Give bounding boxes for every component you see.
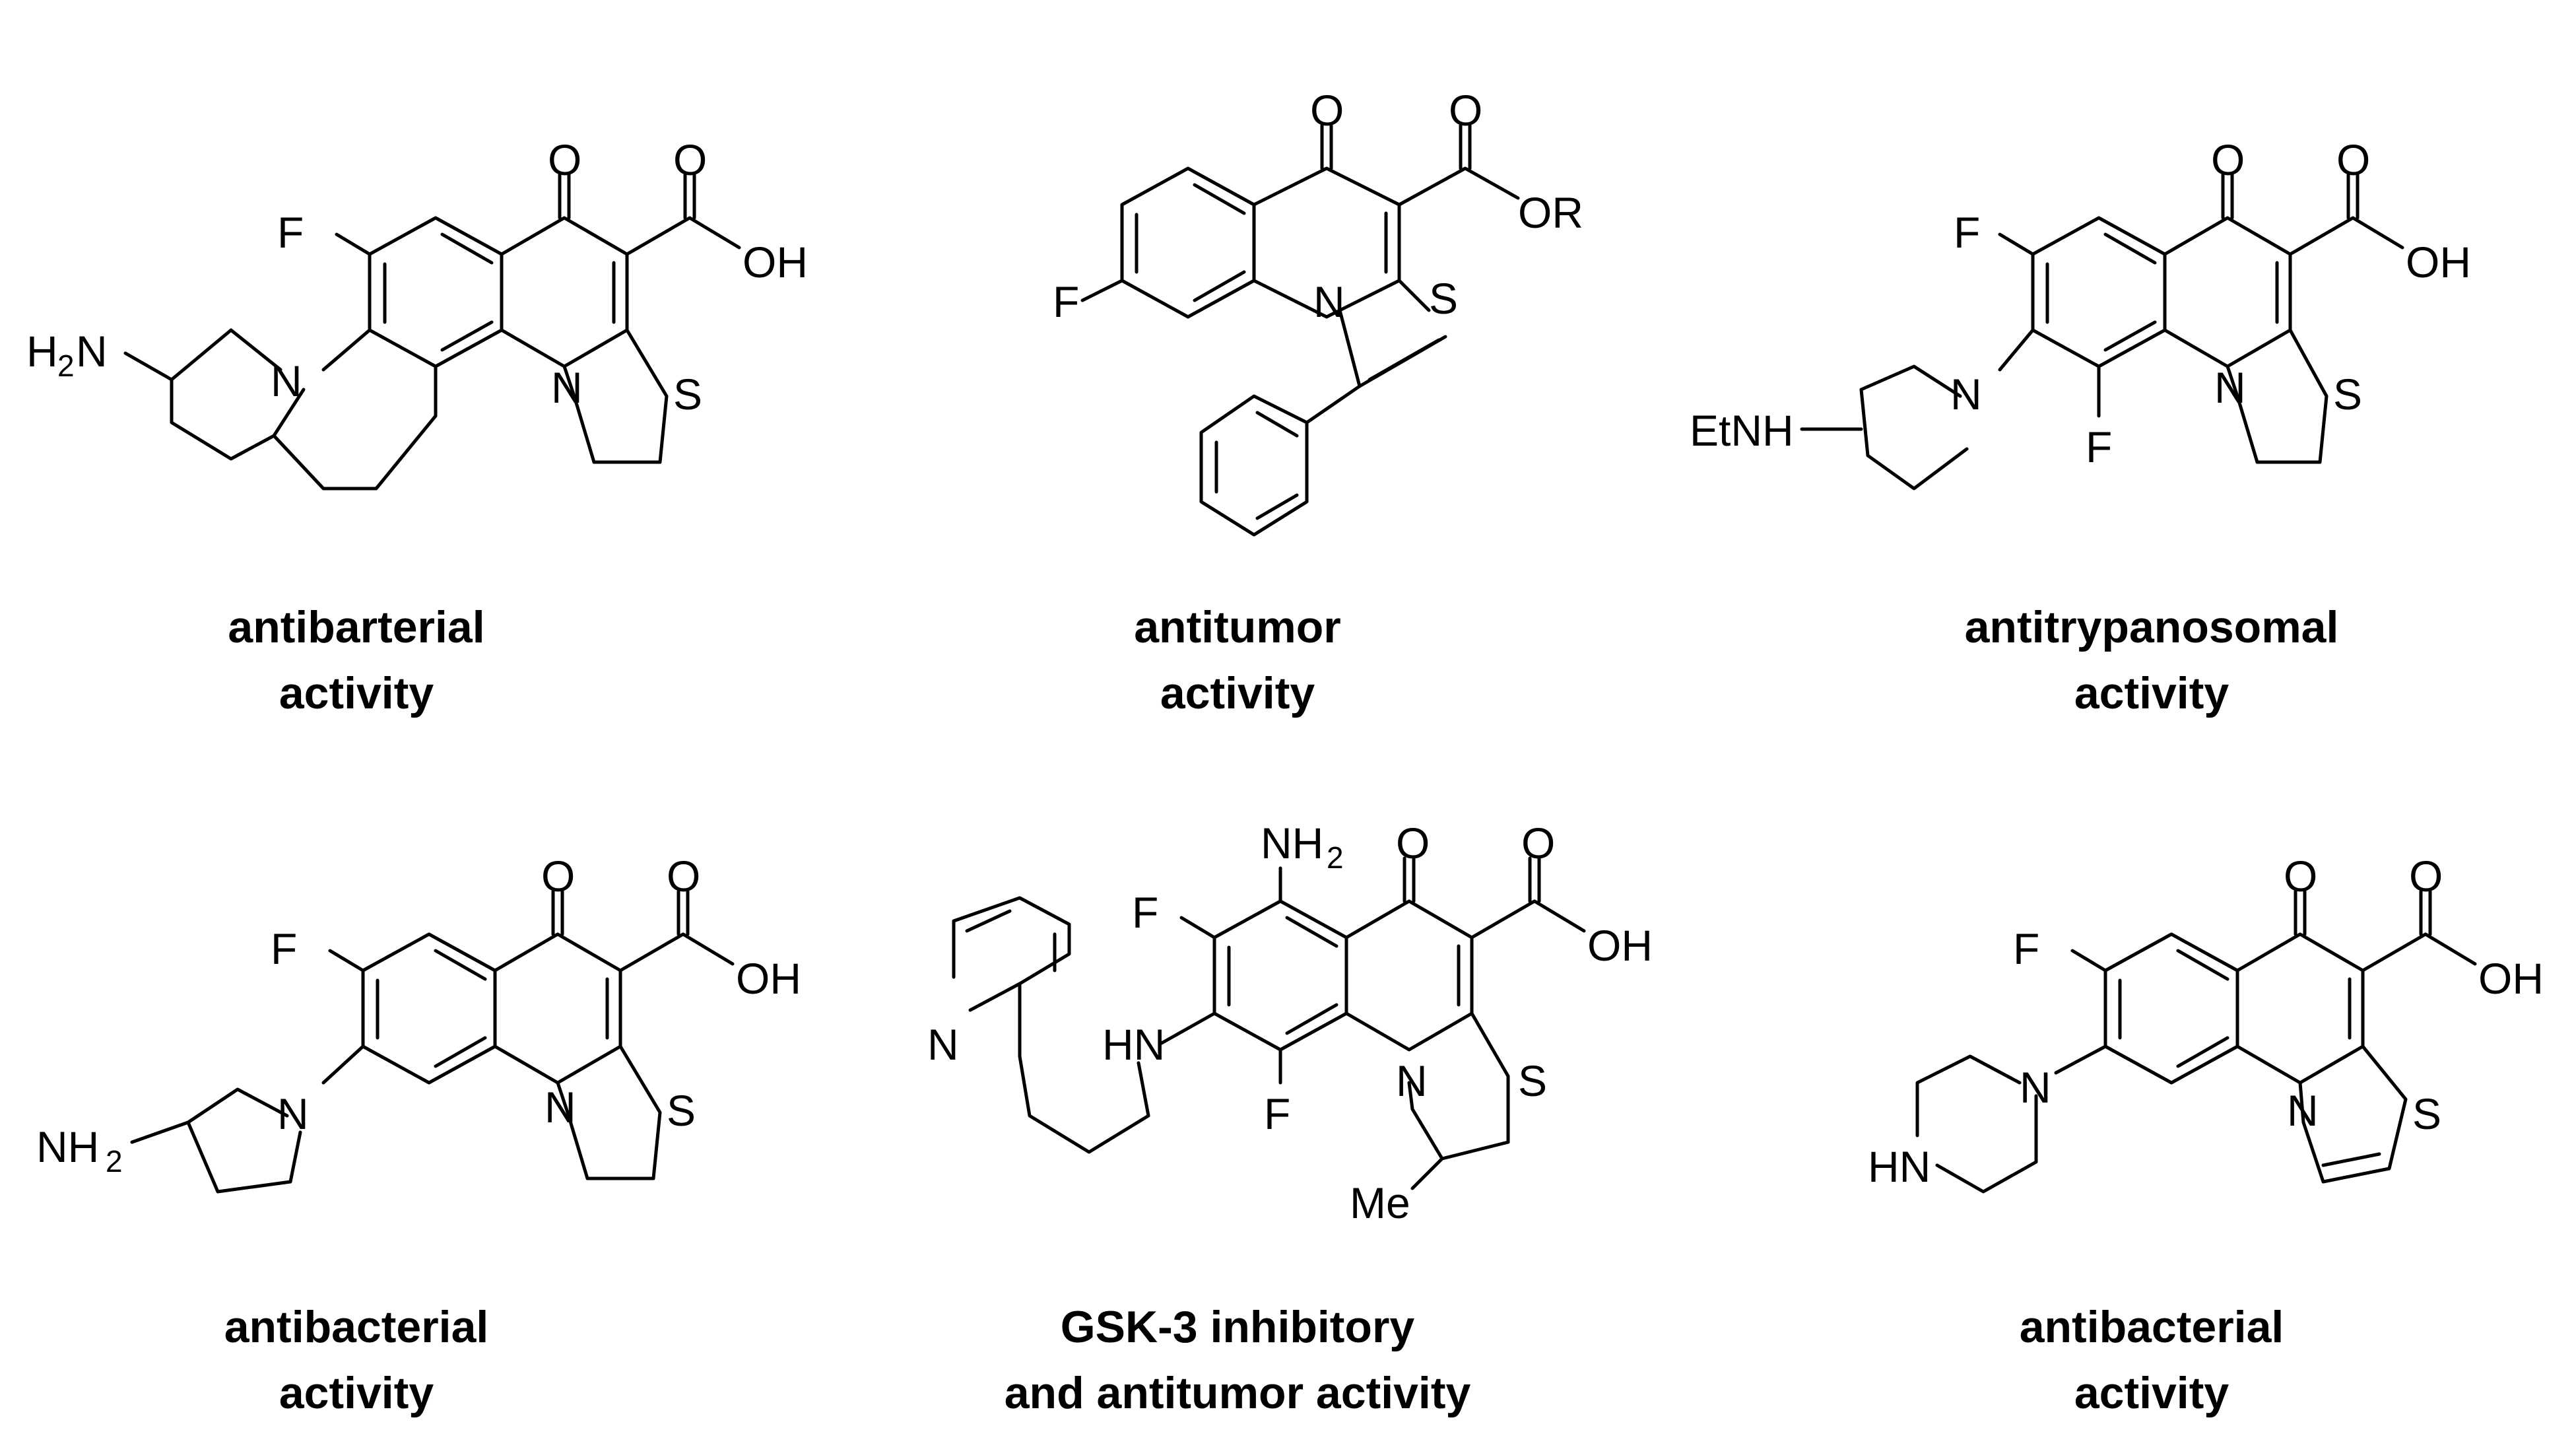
compound-6-group-oh: OH [2478,954,2544,1003]
compound-6-group-hn: HN [1868,1142,1931,1191]
compound-3-atom-f-upper: F [1954,208,1980,257]
compound-4-caption-line-2: activity [279,1368,434,1418]
compound-4-amine-subscript: 2 [106,1144,123,1178]
compound-5-caption: GSK-3 inhibitory and antitumor activity [842,1294,1634,1426]
compound-3-group-oh: OH [2406,238,2471,287]
compound-1-atom-n-ring: N [271,357,302,405]
compound-6-structure [1915,889,2477,1194]
compound-6-atom-s: S [2412,1089,2441,1138]
compound-5-group-oh: OH [1587,921,1653,970]
compound-2-group-or: OR [1518,188,1583,237]
compound-4-atom-n-pyrrolidine: N [277,1089,309,1138]
compound-4-atom-o-ketone: O [541,852,575,901]
compound-1-caption-line-2: activity [279,668,434,718]
compound-4-caption: antibacterial activity [0,1294,752,1426]
compound-6-caption-line-1: antibacterial [2019,1302,2284,1352]
compound-1-atom-n-core: N [551,363,583,412]
compound-3-atom-o-ketone: O [2211,135,2245,184]
compound-3-caption: antitrypanosomal activity [1756,594,2548,726]
compound-1-amine-subscript: 2 [57,349,75,383]
compound-5-atom-n-pyridine: N [927,1020,959,1069]
compound-3-atom-s: S [2333,370,2362,419]
compound-5-group-me: Me [1350,1178,1410,1227]
compound-5-atom-f-lower: F [1264,1089,1290,1138]
compound-2-atom-o-ketone: O [1310,86,1344,135]
compound-4-atom-n-core: N [545,1083,576,1132]
compound-4-group-oh: OH [736,954,801,1003]
compound-5-amine-subscript: 2 [1327,840,1344,875]
compound-5-caption-line-2: and antitumor activity [1004,1368,1471,1418]
compound-3-atom-n-core: N [2214,363,2246,412]
compound-1-group-oh: OH [743,238,808,287]
compound-2-caption-line-2: activity [1160,668,1315,718]
compound-6-caption-line-2: activity [2074,1368,2229,1418]
compound-2-atom-f: F [1053,277,1079,326]
compound-1-amine-h: H [26,327,58,376]
compound-6-atom-n-piperazine: N [2020,1063,2051,1112]
compound-3-atom-f-lower: F [2086,423,2112,471]
compound-2-caption: antitumor activity [842,594,1634,726]
compound-6-caption: antibacterial activity [1756,1294,2548,1426]
compound-5-structure [952,856,1586,1190]
compound-4-atom-s: S [667,1086,696,1135]
compound-3-caption-line-1: antitrypanosomal [1964,602,2339,652]
compound-5-atom-f-upper: F [1132,888,1158,937]
compound-5-caption-line-1: GSK-3 inhibitory [1060,1302,1415,1352]
compound-6-atom-o-acid: O [2409,852,2443,901]
compound-5-atom-o-acid: O [1521,819,1555,868]
compound-3-caption-line-2: activity [2074,668,2229,718]
compound-1-atom-o-acid: O [673,135,707,184]
compound-5-atom-s: S [1518,1056,1547,1105]
compound-6-atom-f: F [2013,924,2039,973]
compound-3-atom-o-acid: O [2336,135,2370,184]
compound-6-atom-o-ketone: O [2284,852,2317,901]
compound-3-group-etnh: EtNH [1690,406,1794,455]
compound-2-atom-o-ester: O [1449,86,1482,135]
compound-1-atom-f: F [277,208,304,257]
compound-2-atom-n: N [1313,277,1345,326]
compound-4-amine-nh: NH [36,1122,99,1171]
compound-5-atom-o-ketone: O [1396,819,1430,868]
compound-2-atom-s: S [1429,274,1458,323]
compound-1-structure [123,173,741,491]
compound-5-atom-n-core: N [1396,1056,1428,1105]
compound-1-amine-n: N [76,327,108,376]
compound-4-structure [130,889,735,1194]
compound-1-atom-s: S [673,370,702,419]
compound-1-caption-line-1: antibarterial [228,602,485,652]
compound-4-atom-f: F [271,924,297,973]
compound-4-atom-o-acid: O [667,852,700,901]
compound-5-group-hn: HN [1102,1020,1165,1069]
compound-2-caption-line-1: antitumor [1134,602,1341,652]
compound-1-caption: antibarterial activity [0,594,752,726]
compound-6-atom-n-core: N [2287,1086,2319,1135]
compound-3-structure [1800,173,2404,491]
compound-1-atom-o-ketone: O [548,135,581,184]
compound-5-amine-nh: NH [1261,819,1323,868]
compound-4-caption-line-1: antibacterial [224,1302,489,1352]
compound-3-atom-n-pyrrolidine: N [1950,370,1982,419]
compound-2-structure [1080,123,1520,537]
